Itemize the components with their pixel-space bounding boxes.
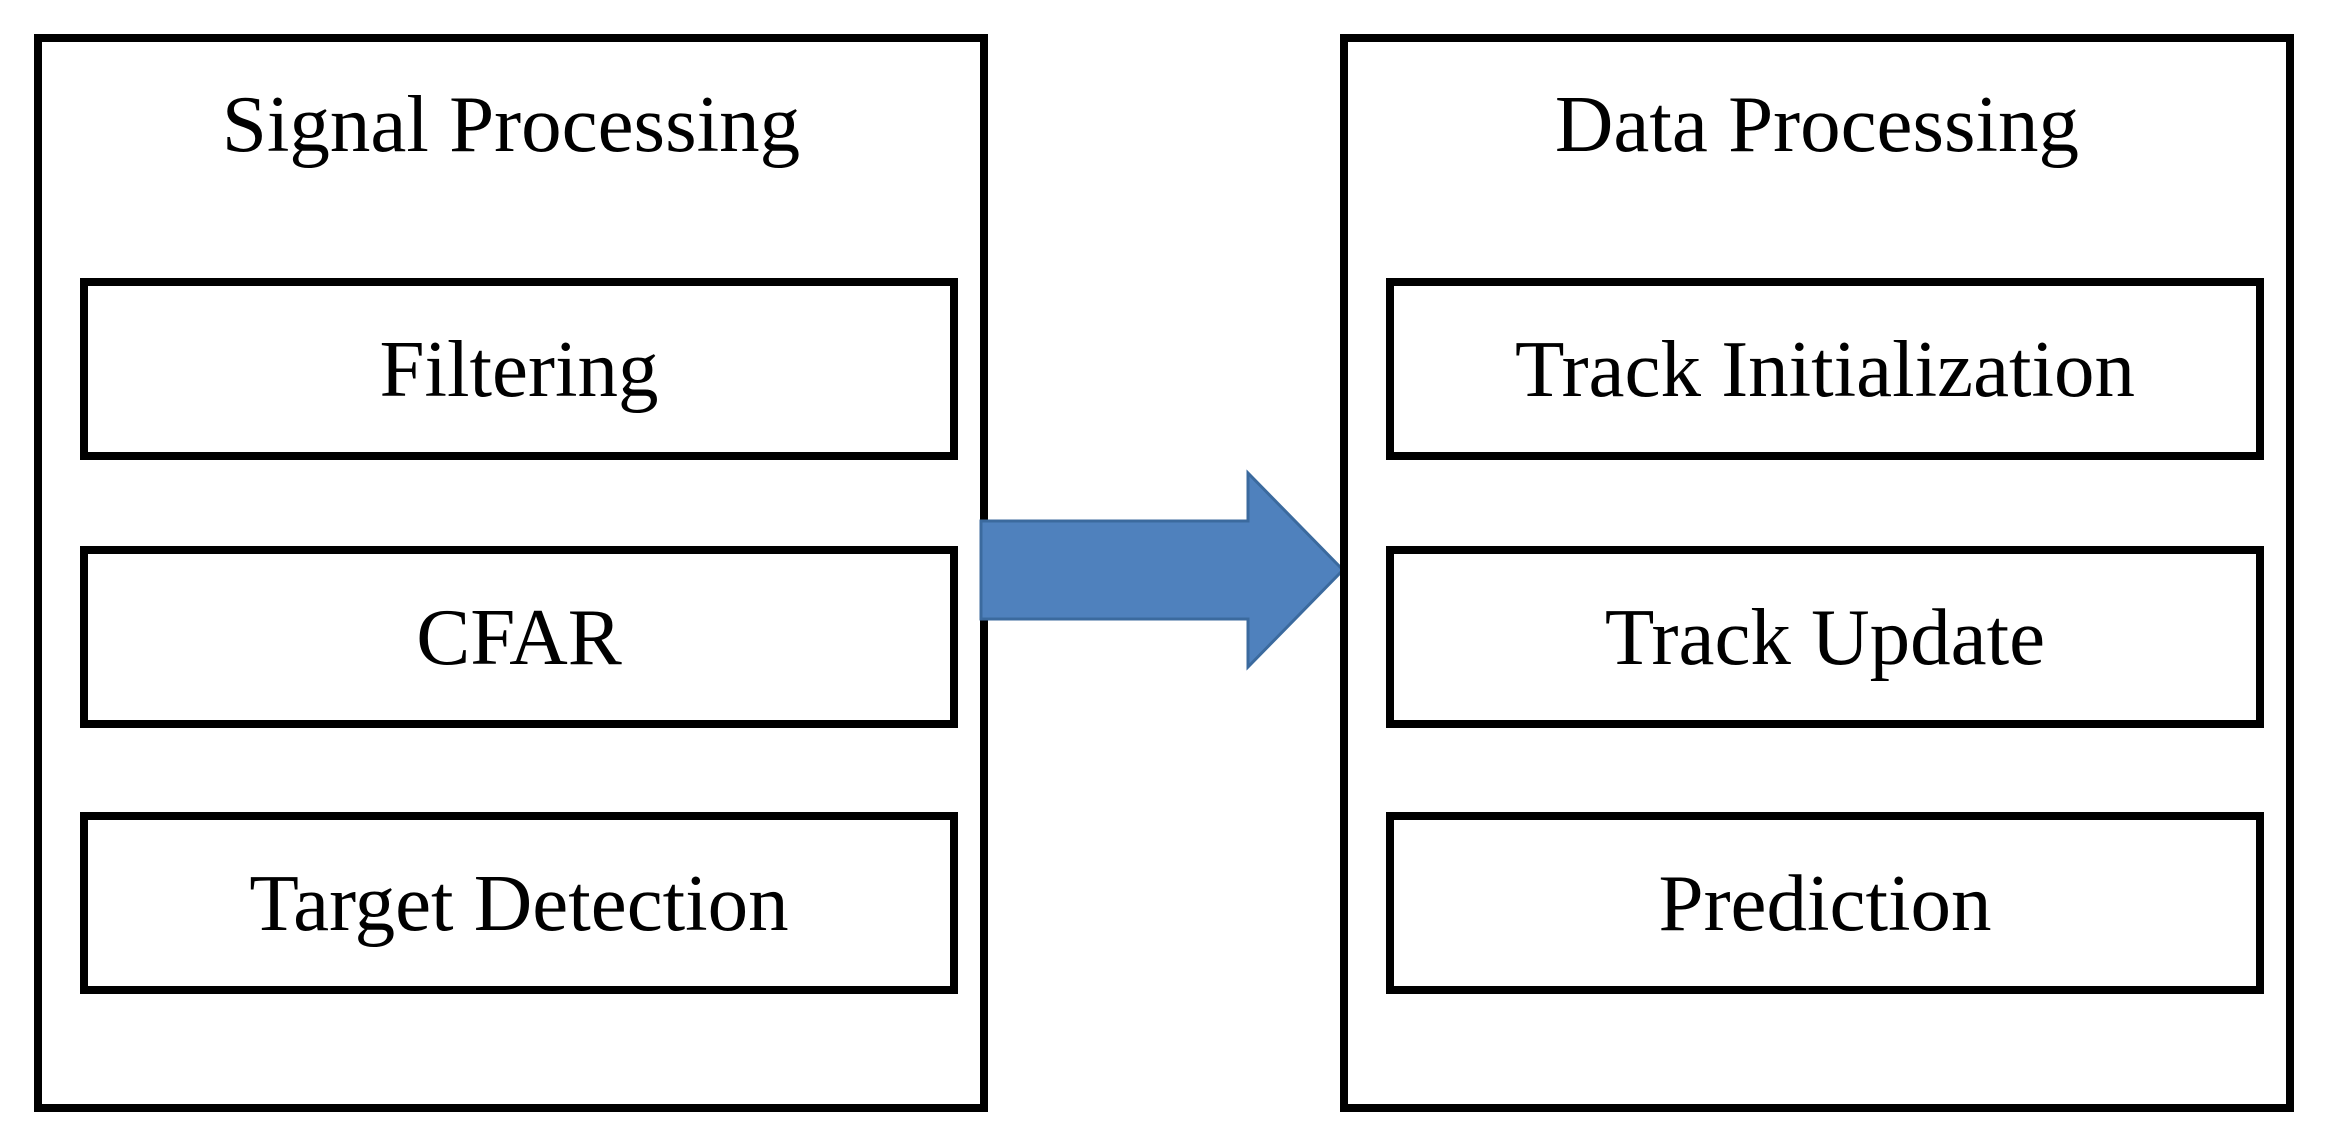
filtering-label: Filtering <box>379 323 659 414</box>
target-detection-box: Target Detection <box>80 812 958 994</box>
track-update-box: Track Update <box>1386 546 2264 728</box>
prediction-label: Prediction <box>1658 857 1992 948</box>
signal-processing-title: Signal Processing <box>221 79 801 169</box>
data-processing-panel: Data Processing Track Initialization Tra… <box>1340 34 2294 1112</box>
track-initialization-box: Track Initialization <box>1386 278 2264 460</box>
track-update-label: Track Update <box>1604 591 2046 682</box>
data-processing-title: Data Processing <box>1554 79 2080 169</box>
cfar-box: CFAR <box>80 546 958 728</box>
flow-arrow-shape <box>979 469 1346 671</box>
signal-processing-panel: Signal Processing Filtering CFAR Target … <box>34 34 988 1112</box>
target-detection-label: Target Detection <box>249 857 789 948</box>
track-initialization-label: Track Initialization <box>1514 323 2136 414</box>
prediction-box: Prediction <box>1386 812 2264 994</box>
flow-arrow-icon <box>979 469 1346 671</box>
cfar-label: CFAR <box>416 591 622 682</box>
filtering-box: Filtering <box>80 278 958 460</box>
